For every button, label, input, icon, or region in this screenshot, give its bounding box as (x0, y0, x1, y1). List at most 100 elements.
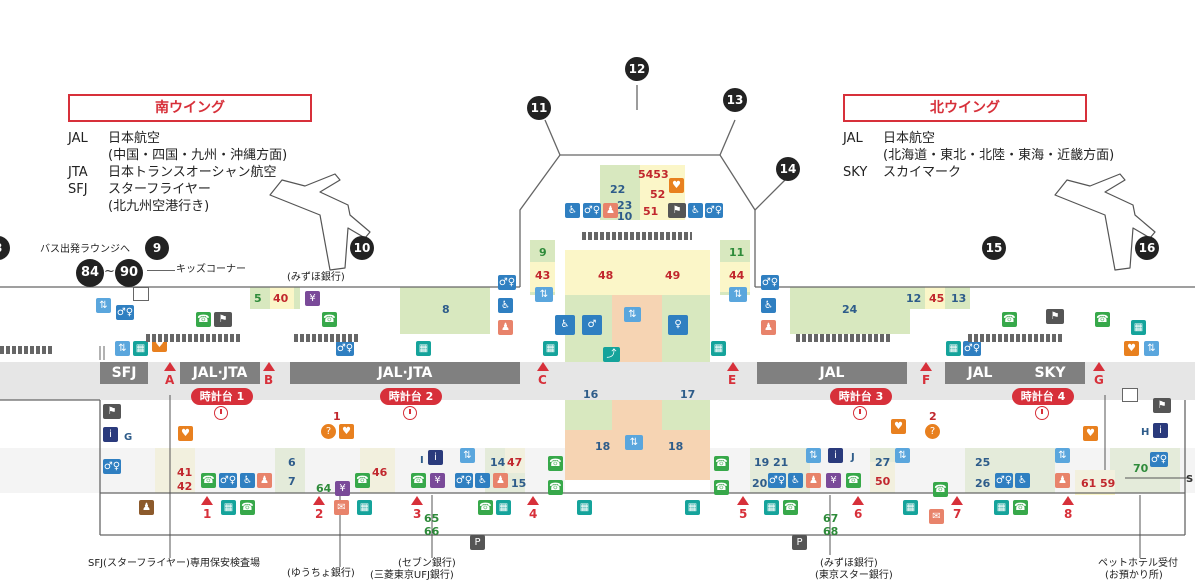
locker-icon[interactable]: ▦ (577, 500, 592, 515)
locker-icon[interactable]: ▦ (1131, 320, 1146, 335)
aed-icon[interactable]: ♥ (339, 424, 354, 439)
accessible-icon[interactable]: ♿ (240, 473, 255, 488)
shop-40[interactable]: 40 (273, 292, 289, 305)
phone-icon[interactable]: ☎ (548, 456, 563, 471)
shop-65[interactable]: 65 (424, 512, 440, 525)
phone-icon[interactable]: ☎ (933, 482, 948, 497)
elevator-icon[interactable]: ⇅ (624, 307, 641, 322)
baby-icon[interactable]: ♟ (493, 473, 508, 488)
smoking-icon[interactable]: ⚑ (1153, 398, 1171, 413)
aed-icon[interactable]: ♥ (178, 426, 193, 441)
post-icon[interactable]: ✉ (334, 500, 349, 515)
smoking-icon[interactable]: ⚑ (103, 404, 121, 419)
shop-59[interactable]: 59 (1100, 477, 1116, 490)
accessible-icon[interactable]: ♿ (761, 298, 776, 313)
elevator-icon[interactable]: ⇅ (1055, 448, 1070, 463)
door-1[interactable]: 1 (203, 507, 212, 521)
accessible-icon[interactable]: ♿ (788, 473, 803, 488)
info-icon[interactable]: i (828, 448, 843, 463)
smoking-icon[interactable]: ⚑ (214, 312, 232, 327)
entrance-a[interactable]: A (165, 373, 175, 387)
shop-22[interactable]: 22 (610, 183, 626, 196)
toilet-icon[interactable]: ♂♀ (336, 341, 354, 356)
info-question-icon[interactable]: ? (925, 424, 940, 439)
gate-9[interactable]: 9 (145, 236, 169, 260)
phone-icon[interactable]: ☎ (240, 500, 255, 515)
shop-5453[interactable]: 5453 (638, 168, 669, 181)
shop-15[interactable]: 15 (511, 477, 527, 490)
accessible-icon[interactable]: ♿ (555, 315, 575, 335)
toilet-icon[interactable]: ♂♀ (455, 473, 473, 488)
baby-icon[interactable]: ♟ (257, 473, 272, 488)
locker-icon[interactable]: ▦ (357, 500, 372, 515)
shop-11[interactable]: 11 (729, 246, 745, 259)
shop-70[interactable]: 70 (1133, 462, 1149, 475)
shop-1[interactable]: 1 (333, 410, 341, 423)
smoking-icon[interactable]: ⚑ (1046, 309, 1064, 324)
atm-icon[interactable]: ¥ (305, 291, 320, 306)
shop-68[interactable]: 68 (823, 525, 839, 538)
baby-icon[interactable]: ♟ (603, 203, 618, 218)
aed-icon[interactable]: ♥ (1083, 426, 1098, 441)
gate-14[interactable]: 14 (776, 157, 800, 181)
locker-icon[interactable]: ▦ (994, 500, 1009, 515)
gate-11[interactable]: 11 (527, 96, 551, 120)
shop-23[interactable]: 23 (617, 199, 633, 212)
bus-gate-90[interactable]: 90 (115, 259, 143, 287)
gate-10[interactable]: 10 (350, 236, 374, 260)
accessible-icon[interactable]: ♿ (565, 203, 580, 218)
phone-icon[interactable]: ☎ (411, 473, 426, 488)
baby-care-icon[interactable]: ♟ (139, 500, 154, 515)
phone-icon[interactable]: ☎ (548, 480, 563, 495)
locker-icon[interactable]: ▦ (711, 341, 726, 356)
toilet-icon[interactable]: ♂ (582, 315, 602, 335)
phone-icon[interactable]: ☎ (355, 473, 370, 488)
entrance-c[interactable]: C (538, 373, 547, 387)
phone-icon[interactable]: ☎ (1013, 500, 1028, 515)
baby-icon[interactable]: ♟ (1055, 473, 1070, 488)
phone-icon[interactable]: ☎ (196, 312, 211, 327)
shop-67[interactable]: 67 (823, 512, 839, 525)
locker-icon[interactable]: ▦ (416, 341, 431, 356)
shop-27[interactable]: 27 (875, 456, 891, 469)
baby-icon[interactable]: ♟ (761, 320, 776, 335)
entrance-b[interactable]: B (264, 373, 274, 387)
elevator-icon[interactable]: ⇅ (806, 448, 821, 463)
elevator-icon[interactable]: ⇅ (1144, 341, 1159, 356)
shop-19[interactable]: 19 (754, 456, 770, 469)
toilet-icon[interactable]: ♂♀ (498, 275, 516, 290)
door-6[interactable]: 6 (854, 507, 863, 521)
elevator-icon[interactable]: ⇅ (729, 287, 747, 302)
shop-66[interactable]: 66 (424, 525, 440, 538)
door-2[interactable]: 2 (315, 507, 324, 521)
phone-icon[interactable]: ☎ (714, 456, 729, 471)
entrance-g[interactable]: G (1094, 373, 1104, 387)
door-4[interactable]: 4 (529, 507, 538, 521)
toilet-icon[interactable]: ♂♀ (768, 473, 786, 488)
accessible-icon[interactable]: ♿ (475, 473, 490, 488)
shop-24[interactable]: 24 (842, 303, 858, 316)
shop-52[interactable]: 52 (650, 188, 666, 201)
parking-accessible-icon[interactable]: P (470, 535, 485, 550)
shop-20[interactable]: 20 (752, 477, 768, 490)
aed-icon[interactable]: ♥ (1124, 341, 1139, 356)
info-icon[interactable]: i (103, 427, 118, 442)
shop-10[interactable]: 10 (617, 210, 633, 223)
locker-icon[interactable]: ▦ (543, 341, 558, 356)
toilet-icon[interactable]: ♂♀ (963, 341, 981, 356)
shop-42[interactable]: 42 (177, 480, 193, 493)
shop-48[interactable]: 48 (598, 269, 614, 282)
shop-43[interactable]: 43 (535, 269, 551, 282)
escalator-icon[interactable]: ⤴ (603, 347, 620, 362)
accessible-icon[interactable]: ♿ (498, 298, 513, 313)
phone-icon[interactable]: ☎ (322, 312, 337, 327)
elevator-icon[interactable]: ⇅ (460, 448, 475, 463)
shop-45[interactable]: 45 (929, 292, 945, 305)
door-7[interactable]: 7 (953, 507, 962, 521)
locker-icon[interactable]: ▦ (133, 341, 148, 356)
shop-64[interactable]: 64 (316, 482, 332, 495)
toilet-icon[interactable]: ♂♀ (219, 473, 237, 488)
shop-8[interactable]: 8 (442, 303, 450, 316)
post-icon[interactable]: ✉ (929, 509, 944, 524)
door-3[interactable]: 3 (413, 507, 422, 521)
